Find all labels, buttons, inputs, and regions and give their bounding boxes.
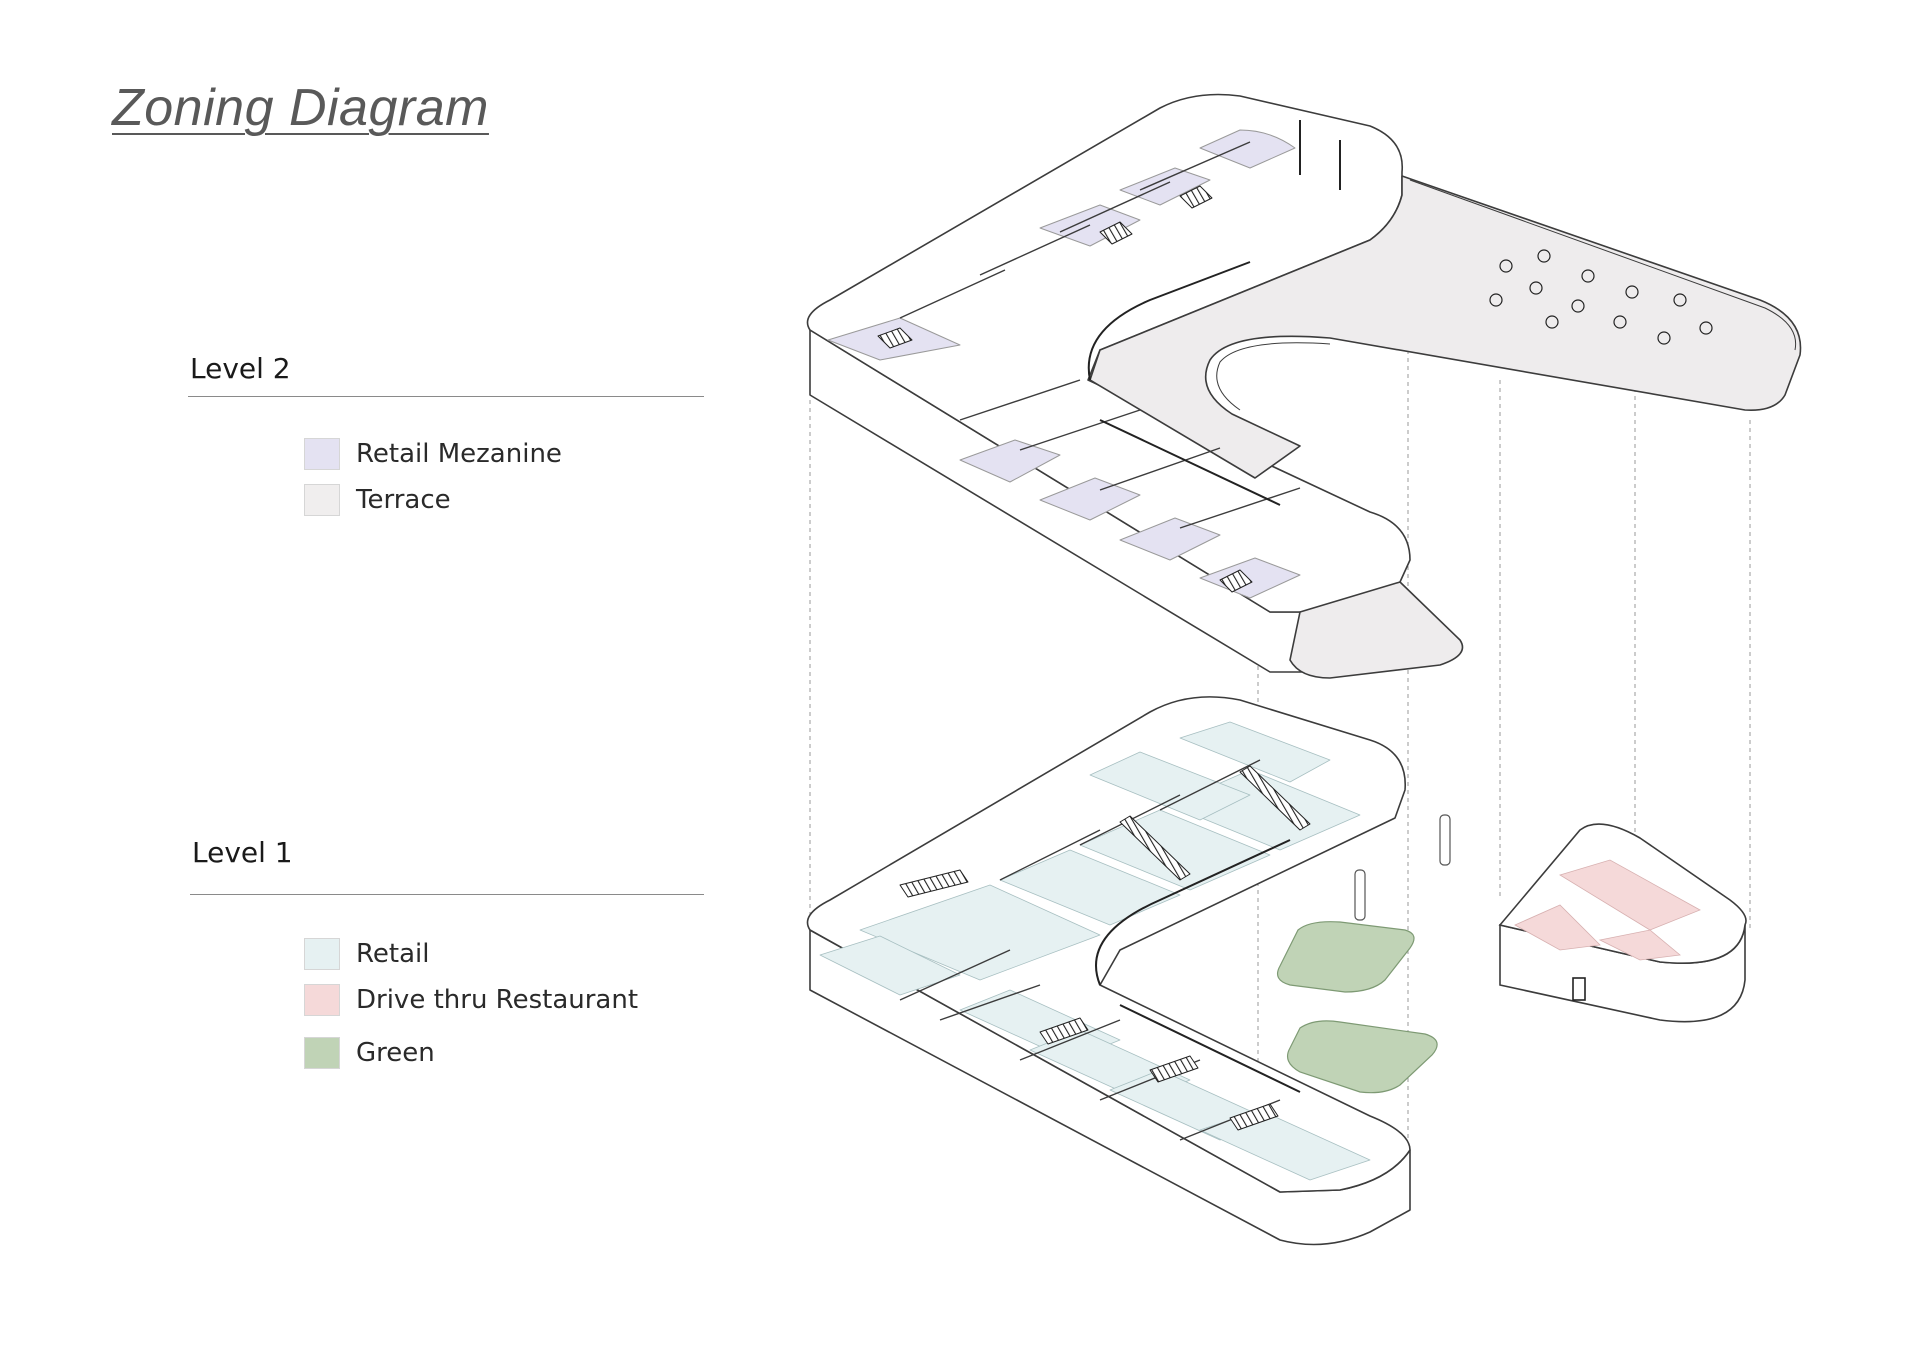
green-area-upper [1277, 921, 1415, 993]
legend-item-green: Green [304, 1037, 435, 1069]
level-1-plan [806, 696, 1411, 1246]
level-2-plan [806, 93, 1802, 679]
level-2-partitions [899, 141, 1301, 529]
level-2-glazing [1087, 120, 1341, 506]
retail-mezanine-label: Retail Mezanine [356, 439, 562, 469]
legend-item-retail-mezanine: Retail Mezanine [304, 438, 562, 470]
green-area-lower [1287, 1020, 1438, 1094]
level-2-stairs [877, 185, 1253, 593]
terrace-tables [1489, 249, 1713, 345]
green-areas [1277, 921, 1438, 1094]
drive-thru-label: Drive thru Restaurant [356, 985, 639, 1015]
legend-item-drive-thru: Drive thru Restaurant [304, 984, 638, 1016]
legend-item-retail: Retail [304, 938, 429, 970]
retail-swatch [304, 938, 340, 970]
level-2-heading: Level 2 [190, 352, 291, 385]
terrace-swatch [304, 484, 340, 516]
green-label: Green [356, 1038, 435, 1068]
green-swatch [304, 1037, 340, 1069]
terrace-label: Terrace [356, 485, 451, 515]
drive-thru-swatch [304, 984, 340, 1016]
legend-item-terrace: Terrace [304, 484, 451, 516]
retail-label: Retail [356, 939, 430, 969]
terrace-railing [1216, 179, 1797, 411]
columns [1354, 814, 1451, 921]
level-1-divider [190, 894, 704, 895]
retail-zones [819, 721, 1371, 1181]
level-1-heading: Level 1 [192, 836, 293, 869]
retail-mezanine-swatch [304, 438, 340, 470]
diagram-title: Zoning Diagram [112, 79, 489, 137]
terrace-wing [1089, 175, 1802, 479]
level-1-stairs [899, 765, 1311, 1131]
drive-thru-restaurant [1498, 823, 1747, 1023]
small-terrace [1289, 581, 1464, 679]
level-2-divider [188, 396, 704, 397]
level-1-glazing [1095, 839, 1301, 1093]
